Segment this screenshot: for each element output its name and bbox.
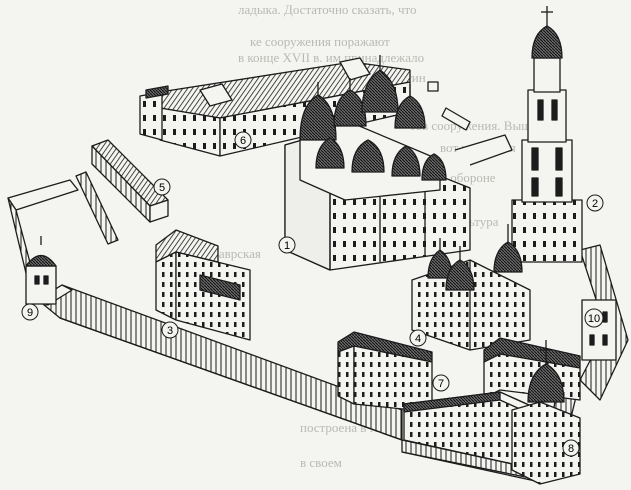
marker-1-label: 1 [284,240,290,252]
building-7-block [337,331,433,413]
marker-8-label: 8 [568,443,574,455]
marker-6: 6 [234,131,252,149]
marker-8: 8 [562,439,580,457]
marker-6-label: 6 [240,135,246,147]
small-outbuildings [427,81,471,131]
building-3-church [155,229,251,341]
marker-7-label: 7 [438,378,444,390]
marker-7: 7 [432,374,450,392]
marker-10: 10 [584,308,604,328]
building-1-cathedral [284,55,471,271]
marker-9: 9 [21,303,39,321]
marker-2: 2 [586,194,604,212]
marker-3: 3 [161,321,179,339]
wall-tower-10 [581,299,617,361]
marker-4: 4 [409,329,427,347]
marker-5: 5 [153,178,171,196]
wall-tower-9 [25,236,57,305]
marker-9-label: 9 [27,307,33,319]
building-8-gate-church [403,340,581,485]
marker-3-label: 3 [167,325,173,337]
building-5-colonnade [75,139,169,245]
marker-5-label: 5 [159,182,165,194]
marker-1: 1 [278,236,296,254]
building-4-church [411,224,531,351]
marker-10-label: 10 [588,313,600,325]
cathedral-domes [299,55,447,181]
marker-4-label: 4 [415,333,421,345]
building-2-bell-tower [511,6,583,263]
marker-2-label: 2 [592,198,598,210]
